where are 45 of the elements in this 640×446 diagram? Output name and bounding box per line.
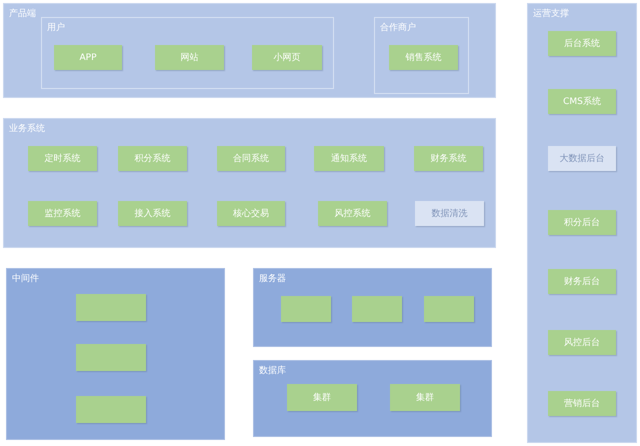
- layer-panel: [3, 118, 496, 248]
- module-box: 销售系统: [389, 45, 458, 70]
- module-box: [76, 344, 146, 371]
- layer-panel: [6, 268, 225, 440]
- module-box: APP: [54, 45, 122, 70]
- module-box: 财务后台: [548, 269, 616, 294]
- group-title: 业务系统: [9, 122, 45, 135]
- module-box: 定时系统: [28, 146, 97, 171]
- module-box: CMS系统: [548, 89, 616, 114]
- module-box: 集群: [287, 384, 357, 411]
- group-title: 合作商户: [380, 22, 416, 34]
- module-box: 接入系统: [118, 201, 187, 226]
- module-box: 集群: [390, 384, 460, 411]
- module-box: [76, 396, 146, 423]
- module-box: 通知系统: [314, 146, 384, 171]
- module-box: 监控系统: [28, 201, 97, 226]
- module-box: 网站: [155, 45, 224, 70]
- module-box: [424, 296, 474, 322]
- group-frame: [41, 17, 334, 89]
- module-box: 积分系统: [118, 146, 187, 171]
- module-box: 后台系统: [548, 31, 616, 56]
- group-title: 运营支撑: [533, 8, 569, 20]
- module-box: 大数据后台: [548, 146, 616, 171]
- layer-panel: [253, 360, 492, 437]
- group-title: 用户: [47, 22, 65, 34]
- module-box: 风控后台: [548, 330, 616, 355]
- module-box: 合同系统: [217, 146, 285, 171]
- layer-panel: [3, 3, 496, 98]
- module-box: 积分后台: [548, 210, 616, 235]
- group-title: 数据库: [259, 364, 286, 377]
- module-box: 营销后台: [548, 391, 616, 416]
- module-box: [281, 296, 331, 322]
- module-box: 财务系统: [414, 146, 483, 171]
- module-box: 小网页: [252, 45, 322, 70]
- layer-panel: [527, 3, 637, 443]
- group-title: 服务器: [259, 272, 286, 285]
- module-box: 核心交易: [217, 201, 285, 226]
- module-box: [76, 294, 146, 321]
- group-title: 产品端: [9, 8, 36, 20]
- group-frame: [374, 17, 469, 94]
- module-box: [352, 296, 402, 322]
- module-box: 风控系统: [318, 201, 387, 226]
- group-title: 中间件: [12, 272, 39, 285]
- layer-panel: [253, 268, 492, 347]
- module-box: 数据清洗: [415, 201, 484, 226]
